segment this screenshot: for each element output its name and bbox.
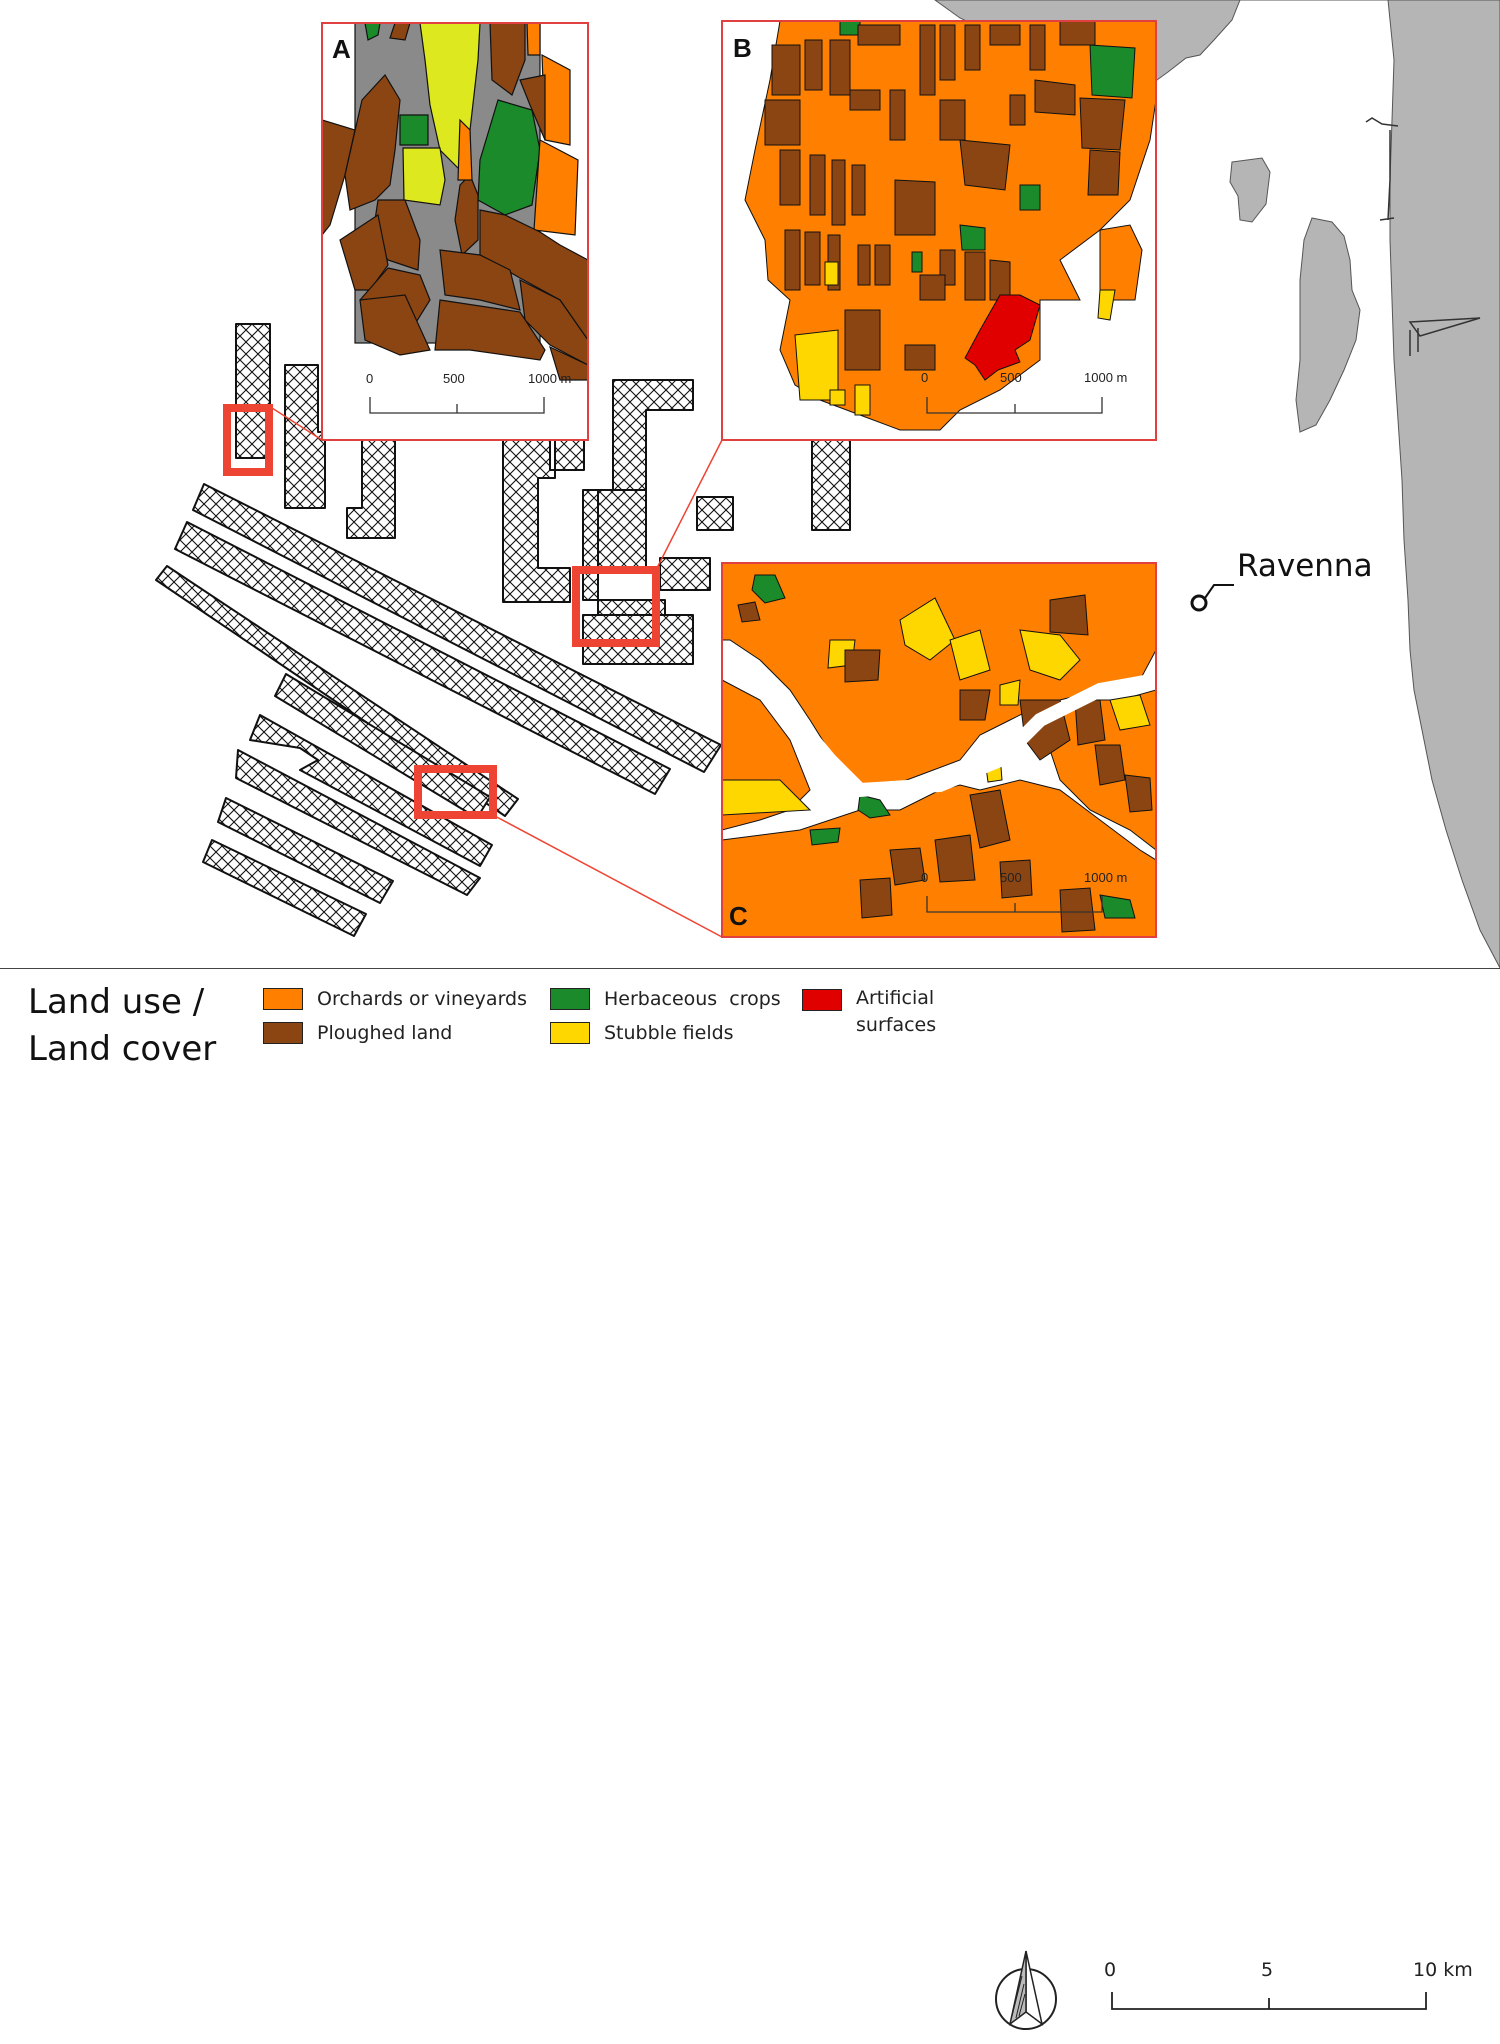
main-scale-0: 0	[1104, 1959, 1116, 1981]
inset-c: C 0 500 1000 m	[721, 562, 1157, 938]
inset-c-scale-0: 0	[921, 870, 928, 885]
inset-a-letter: A	[332, 34, 351, 64]
legend-title: Land use / Land cover	[28, 979, 216, 1073]
inset-a-scale-1000: 1000 m	[528, 371, 571, 386]
city-point-icon	[1190, 584, 1234, 612]
inset-leader-lines	[271, 407, 723, 938]
inset-c-letter: C	[729, 901, 748, 931]
inset-b-scale-0: 0	[921, 370, 928, 385]
main-scale-5: 5	[1261, 1959, 1273, 1981]
legend-item-ploughed: Ploughed land	[263, 1022, 452, 1044]
study-areas	[155, 323, 851, 937]
inset-b-scale-500: 500	[1000, 370, 1022, 385]
main-scale-10: 10 km	[1413, 1959, 1473, 1981]
legend-title-line1: Land use /	[28, 982, 205, 1022]
legend-label-herbaceous: Herbaceous crops	[604, 988, 781, 1010]
main-scale-bar: 0 5 10 km	[1104, 1959, 1473, 2010]
legend-item-herbaceous: Herbaceous crops	[550, 988, 781, 1010]
inset-c-scale-bar: 0 500 1000 m	[921, 870, 1127, 913]
legend-label-ploughed: Ploughed land	[317, 1022, 453, 1044]
inset-b-letter: B	[733, 33, 752, 63]
inset-locators	[223, 404, 660, 819]
legend-label-artificial-line1: Artificial	[856, 987, 935, 1009]
city-label: Ravenna	[1237, 548, 1373, 584]
inset-a-scale-bar: 0 500 1000 m	[366, 371, 571, 414]
legend-label-artificial-line2: surfaces	[856, 1014, 937, 1036]
inset-c-scale-500: 500	[1000, 870, 1022, 885]
inset-a: A 0 500 1000 m	[321, 22, 589, 441]
inset-a-scale-500: 500	[443, 371, 465, 386]
legend-item-stubble: Stubble fields	[550, 1022, 734, 1044]
legend-swatch-stubble	[550, 1022, 590, 1044]
coast-structures	[1365, 117, 1481, 356]
inset-b-scale-1000: 1000 m	[1084, 370, 1127, 385]
legend-item-artificial: Artificial surfaces	[802, 985, 936, 1039]
legend-swatch-herbaceous	[550, 988, 590, 1010]
legend-title-line2: Land cover	[28, 1029, 217, 1069]
legend-item-orchards: Orchards or vineyards	[263, 988, 527, 1010]
legend-swatch-ploughed	[263, 1022, 303, 1044]
inset-b: B 0 500 1000 m	[721, 20, 1157, 441]
map-canvas: A 0 500 1000 m	[155, 0, 1500, 968]
legend-label-orchards: Orchards or vineyards	[317, 988, 528, 1010]
north-arrow-icon	[995, 1950, 1057, 2030]
inset-c-scale-1000: 1000 m	[1084, 870, 1127, 885]
inset-a-scale-0: 0	[366, 371, 373, 386]
legend-swatch-artificial	[802, 989, 842, 1011]
legend: Land use / Land cover Orchards or vineya…	[0, 968, 1500, 2030]
legend-label-stubble: Stubble fields	[604, 1022, 734, 1044]
legend-swatch-orchards	[263, 988, 303, 1010]
inset-b-scale-bar: 0 500 1000 m	[921, 370, 1127, 414]
